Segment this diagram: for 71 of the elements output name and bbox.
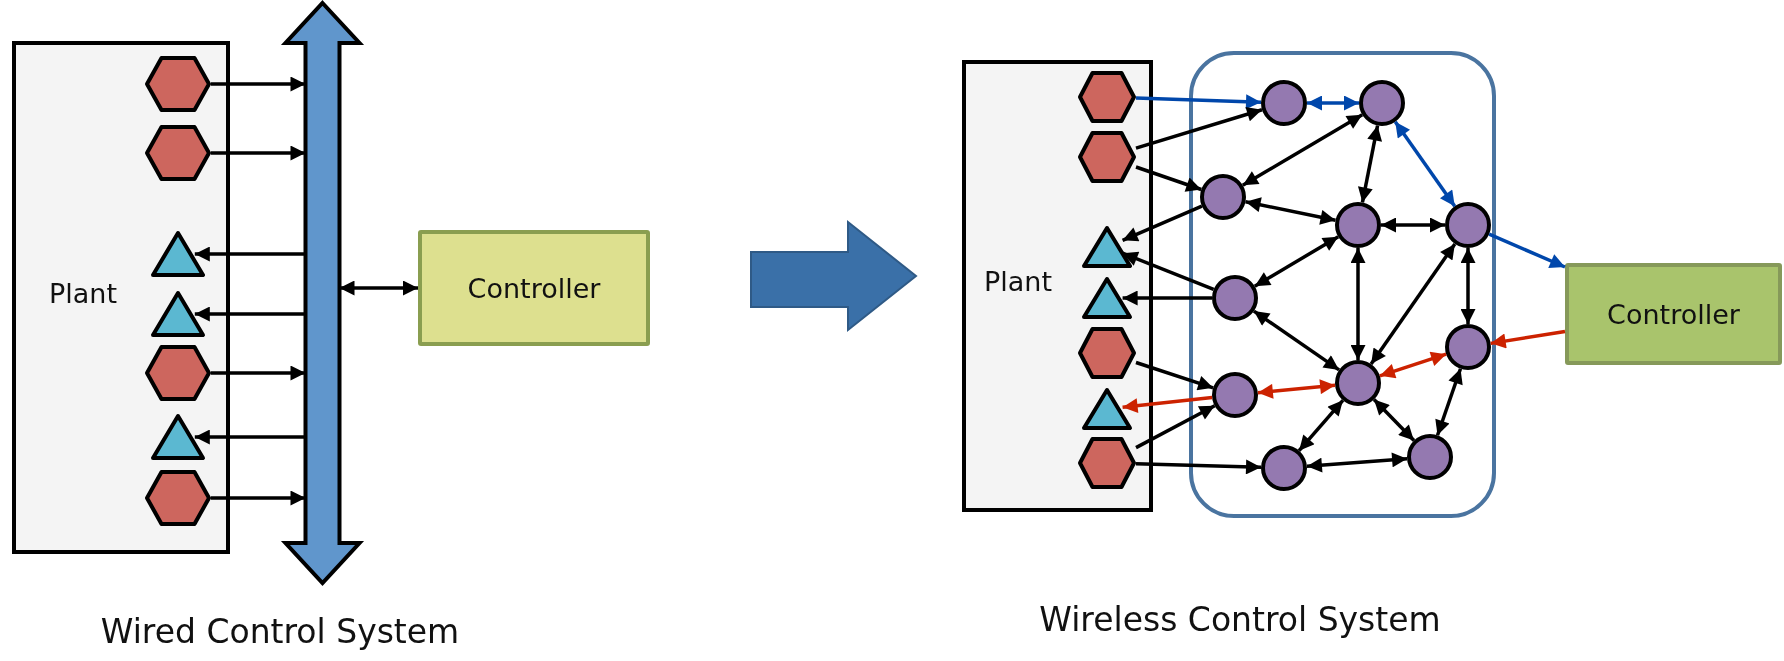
arrow	[1253, 235, 1340, 288]
arrow	[1122, 395, 1213, 414]
controller-box: Controller	[1565, 263, 1782, 365]
arrow	[1135, 106, 1263, 150]
arrow	[1460, 248, 1476, 324]
plant-box	[962, 60, 1153, 512]
arrow	[1372, 398, 1416, 442]
arrow	[339, 280, 418, 296]
arrow	[1490, 329, 1566, 349]
arrow	[1135, 459, 1262, 475]
arrow	[1381, 217, 1445, 233]
circle-node	[1212, 275, 1258, 321]
arrow	[211, 76, 306, 92]
circle-node	[1212, 372, 1258, 418]
arrow	[1488, 232, 1566, 269]
circle-node	[1359, 80, 1405, 126]
hexagon-node	[1078, 131, 1136, 183]
arrow	[1245, 197, 1336, 225]
plant-box	[12, 41, 230, 554]
arrow	[1135, 165, 1202, 192]
arrow	[1393, 120, 1457, 208]
arrow	[1122, 290, 1212, 306]
arrow	[1121, 251, 1215, 292]
network-boundary	[1189, 51, 1496, 518]
arrow	[211, 490, 306, 506]
circle-node	[1335, 360, 1381, 406]
circle-node	[1335, 202, 1381, 248]
circle-node	[1445, 202, 1491, 248]
arrow	[194, 246, 306, 262]
triangle-node	[150, 413, 206, 461]
plant-label: Plant	[49, 277, 118, 309]
controller-box: Controller	[418, 230, 650, 346]
arrow	[194, 429, 306, 445]
arrow	[1252, 309, 1341, 372]
hexagon-node	[145, 345, 211, 401]
system-title: Wireless Control System	[1039, 600, 1441, 639]
arrow	[1307, 95, 1359, 111]
arrow	[1135, 94, 1262, 110]
circle-node	[1407, 434, 1453, 480]
arrow	[1135, 404, 1216, 450]
hexagon-node	[145, 56, 211, 112]
arrow	[1297, 399, 1345, 452]
arrow	[194, 306, 306, 322]
arrow	[1379, 351, 1447, 379]
circle-node	[1445, 324, 1491, 370]
triangle-node	[150, 230, 206, 278]
circle-node	[1261, 445, 1307, 491]
hexagon-node	[1078, 327, 1136, 379]
arrow	[1435, 368, 1463, 436]
triangle-node	[1081, 225, 1133, 269]
hexagon-node	[145, 125, 211, 181]
circle-node	[1261, 80, 1307, 126]
hexagon-node	[145, 470, 211, 526]
hexagon-node	[1078, 71, 1136, 123]
arrow	[1350, 248, 1366, 360]
arrow	[1369, 242, 1457, 366]
arrow	[1358, 125, 1382, 203]
circle-node	[1200, 174, 1246, 220]
arrow	[1257, 379, 1336, 399]
arrow	[1135, 360, 1214, 391]
arrow	[1241, 113, 1364, 187]
arrow	[211, 365, 306, 381]
triangle-node	[1081, 276, 1133, 320]
plant-label: Plant	[984, 266, 1053, 297]
hexagon-node	[1078, 437, 1136, 489]
arrow	[1121, 204, 1203, 242]
arrow	[1306, 452, 1408, 473]
system-title: Wired Control System	[100, 612, 460, 651]
arrow	[211, 145, 306, 161]
triangle-node	[1081, 387, 1133, 431]
triangle-node	[150, 290, 206, 338]
